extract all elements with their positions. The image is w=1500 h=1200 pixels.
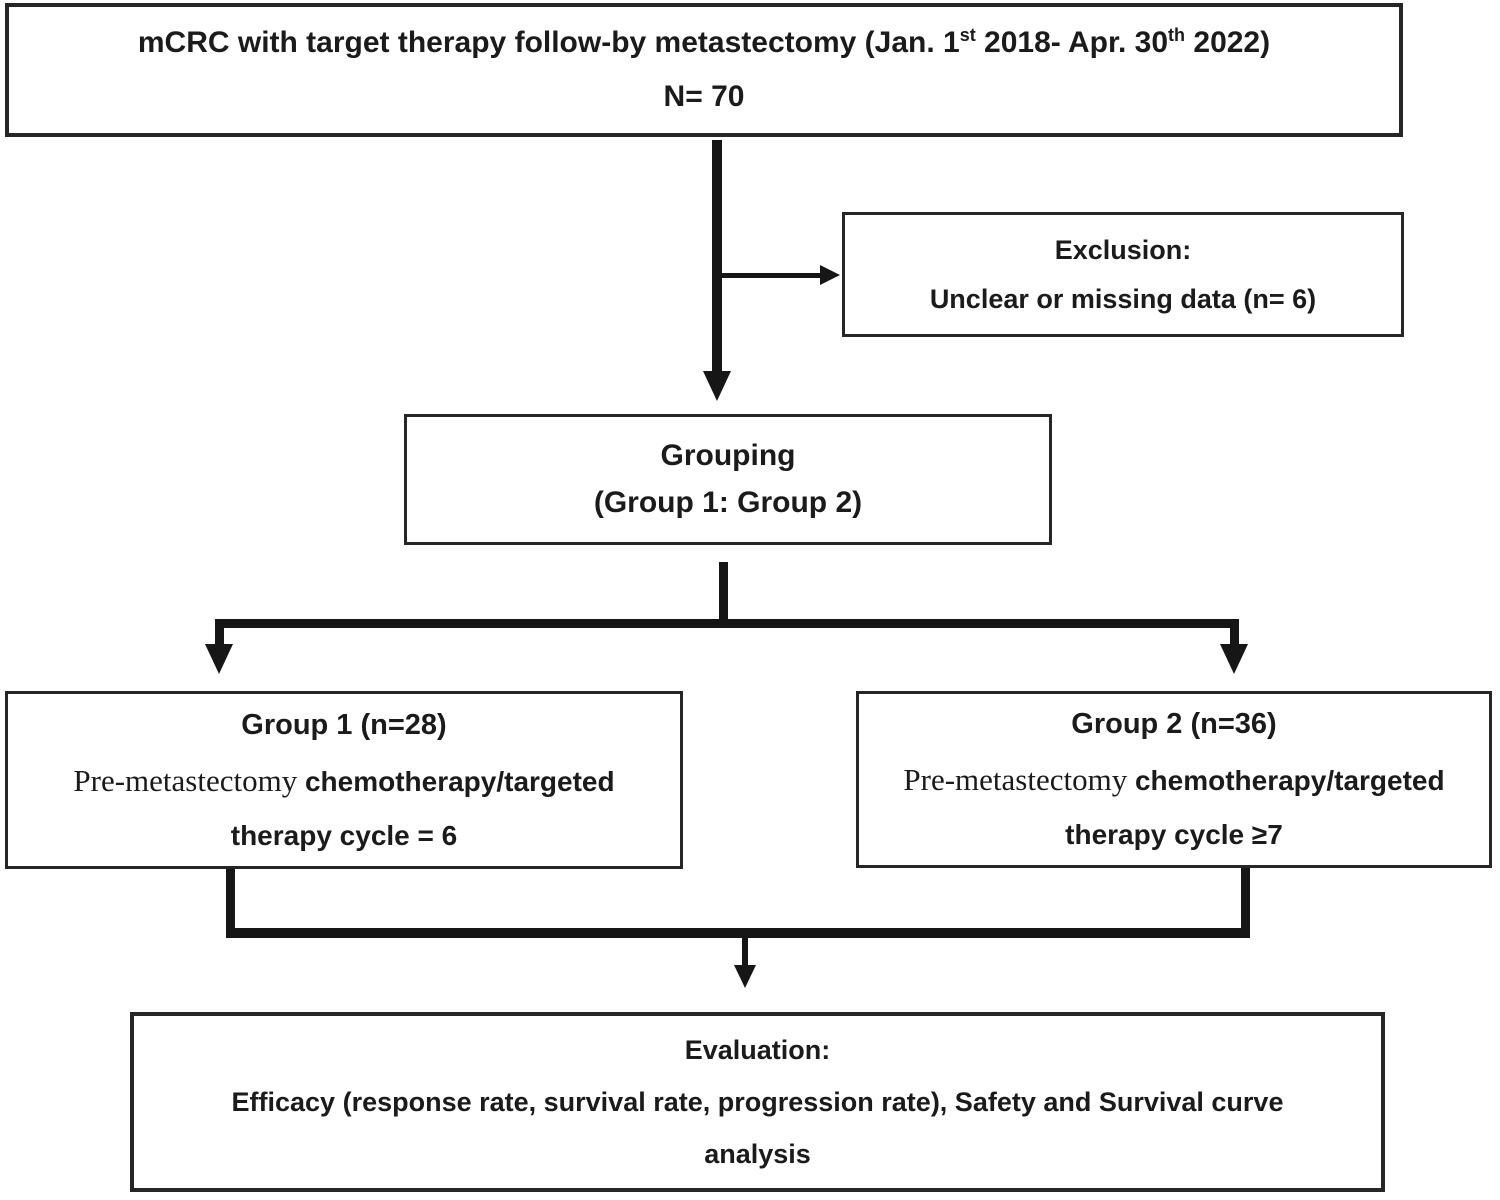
merge-right-stem bbox=[1241, 868, 1250, 936]
group2-therapy-sans: chemotherapy/targeted bbox=[1134, 765, 1445, 796]
enrollment-title-dates: 2018- Apr. 30 bbox=[975, 26, 1169, 59]
enrollment-title-end: 2022) bbox=[1185, 26, 1271, 59]
arrow-to-evaluation-stem bbox=[742, 938, 748, 968]
arrow-to-exclusion-head bbox=[820, 265, 840, 285]
group2-cycle-line: therapy cycle ≥7 bbox=[1065, 819, 1283, 850]
arrow-to-group1-head bbox=[205, 644, 233, 674]
arrow-to-evaluation-head bbox=[734, 965, 756, 988]
enrollment-box: mCRC with target therapy follow-by metas… bbox=[5, 3, 1403, 137]
branch-left-stem bbox=[215, 619, 224, 648]
enrollment-title: mCRC with target therapy follow-by metas… bbox=[138, 26, 1270, 60]
group1-box: Group 1 (n=28) Pre-metastectomy chemothe… bbox=[5, 691, 683, 869]
evaluation-title: Evaluation: bbox=[684, 1034, 831, 1065]
grouping-subtitle: (Group 1: Group 2) bbox=[593, 486, 863, 519]
group2-therapy-serif: Pre-metastectomy bbox=[903, 762, 1135, 797]
group1-heading: Group 1 (n=28) bbox=[241, 708, 447, 741]
group1-therapy-line: Pre-metastectomy chemotherapy/targeted bbox=[73, 763, 614, 799]
arrow-to-group2-head bbox=[1220, 644, 1248, 674]
grouping-box: Grouping (Group 1: Group 2) bbox=[404, 414, 1052, 545]
group2-therapy-line: Pre-metastectomy chemotherapy/targeted bbox=[903, 762, 1444, 798]
group2-box: Group 2 (n=36) Pre-metastectomy chemothe… bbox=[856, 691, 1492, 868]
exclusion-title: Exclusion: bbox=[1054, 234, 1192, 265]
merge-left-stem bbox=[226, 869, 235, 936]
enrollment-count: N= 70 bbox=[663, 80, 745, 113]
group1-therapy-sans: chemotherapy/targeted bbox=[304, 765, 615, 797]
grouping-title: Grouping bbox=[660, 439, 796, 472]
branch-bar bbox=[215, 619, 1239, 628]
ordinal-th: th bbox=[1168, 25, 1186, 45]
exclusion-box: Exclusion: Unclear or missing data (n= 6… bbox=[842, 212, 1404, 337]
branch-stub bbox=[719, 562, 728, 624]
evaluation-detail-2: analysis bbox=[704, 1138, 811, 1169]
group1-cycle-line: therapy cycle = 6 bbox=[230, 819, 458, 851]
exclusion-detail: Unclear or missing data (n= 6) bbox=[929, 283, 1317, 314]
merge-bar bbox=[226, 928, 1250, 938]
branch-right-stem bbox=[1230, 619, 1239, 648]
group2-heading: Group 2 (n=36) bbox=[1071, 708, 1277, 740]
arrow-enrollment-to-grouping-stem bbox=[712, 140, 722, 372]
enrollment-title-text: mCRC with target therapy follow-by metas… bbox=[137, 26, 960, 59]
arrow-enrollment-to-grouping-head bbox=[703, 371, 731, 401]
group1-therapy-serif: Pre-metastectomy bbox=[73, 762, 305, 798]
evaluation-detail: Efficacy (response rate, survival rate, … bbox=[231, 1086, 1284, 1117]
ordinal-st: st bbox=[959, 25, 976, 45]
evaluation-box: Evaluation: Efficacy (response rate, sur… bbox=[130, 1012, 1385, 1192]
arrow-to-exclusion-stem bbox=[717, 273, 821, 278]
